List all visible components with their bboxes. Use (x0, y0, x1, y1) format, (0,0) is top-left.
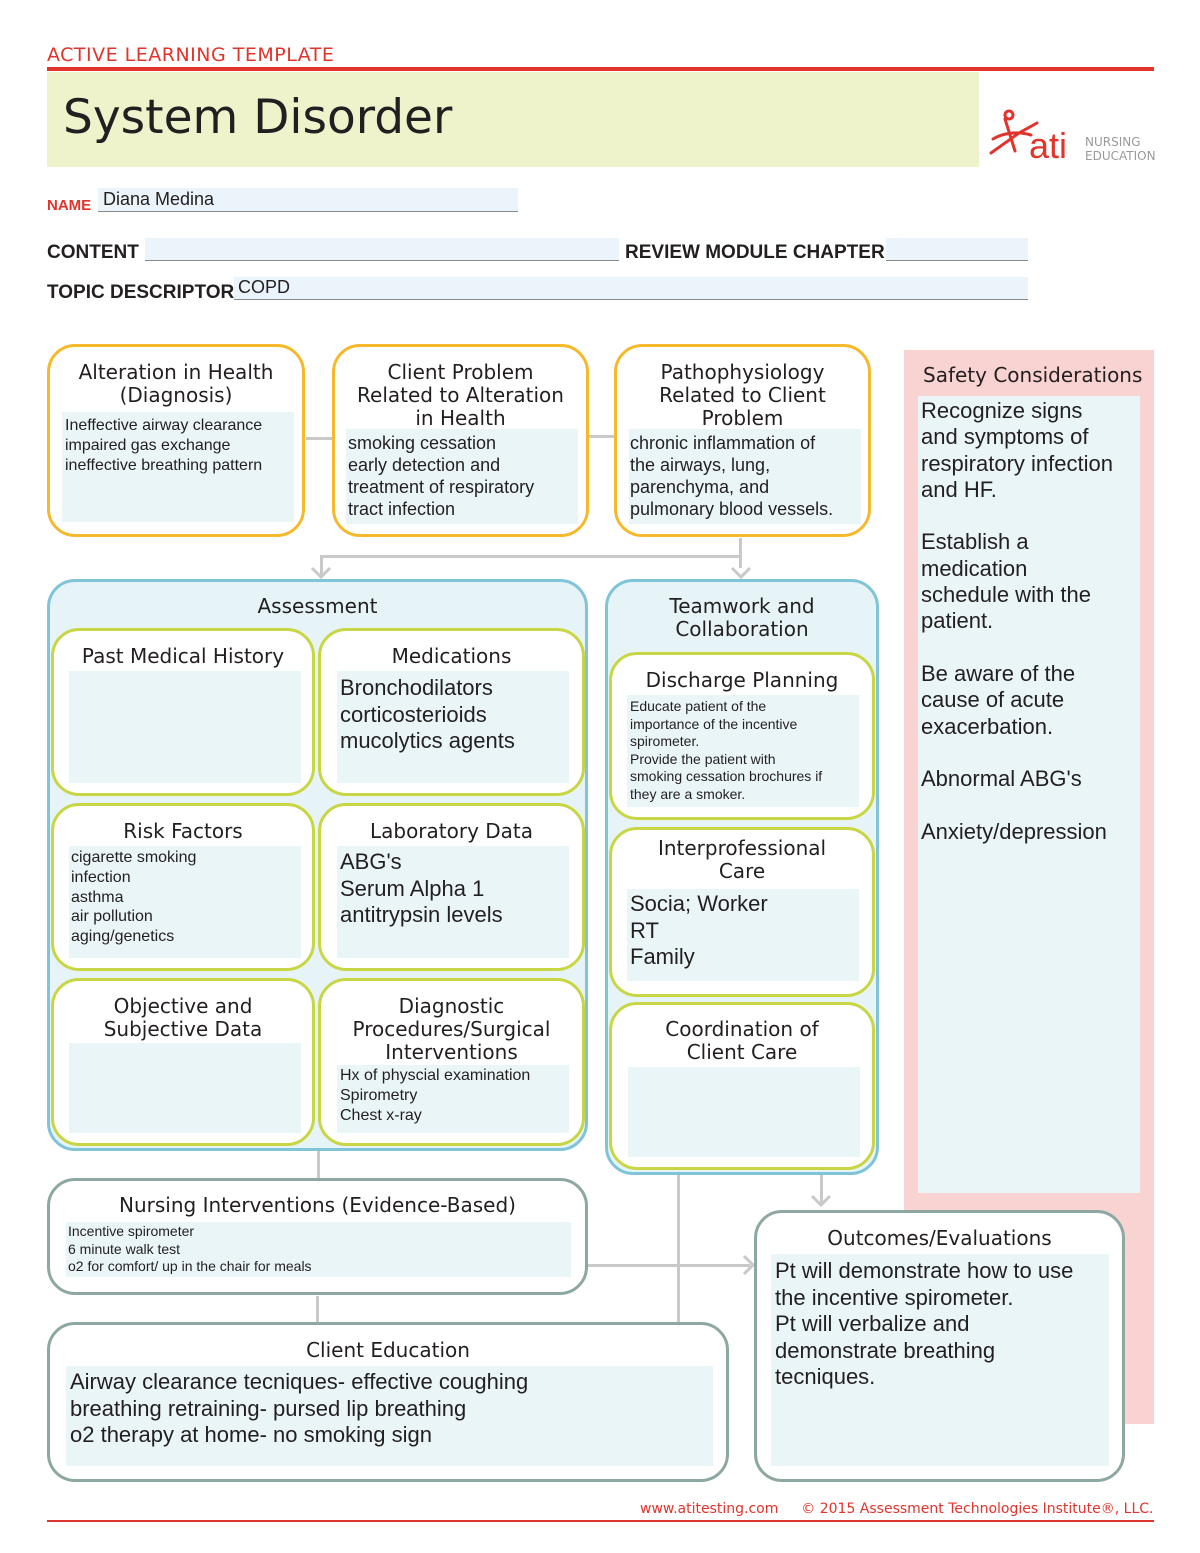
connector (306, 437, 332, 440)
nursing-title: Nursing Interventions (Evidence-Based) (119, 1193, 516, 1217)
connector (677, 1175, 680, 1325)
interprofessional-field[interactable] (627, 889, 859, 981)
risk-factors-box: Risk Factors cigarette smoking infection… (51, 803, 315, 971)
client-problem-box: Client Problem Related to Alteration in … (332, 344, 589, 537)
name-value: Diana Medina (103, 189, 215, 209)
outcomes-evaluations-box: Outcomes/Evaluations Pt will demonstrate… (754, 1210, 1125, 1482)
connector (820, 1175, 823, 1205)
risk-factors-text: cigarette smoking infection asthma air p… (71, 849, 197, 946)
objective-subjective-box: Objective and Subjective Data (51, 978, 315, 1146)
safety-text: Recognize signs and symptoms of respirat… (921, 398, 1113, 844)
coordination-of-care-box: Coordination of Client Care (609, 1002, 875, 1170)
header-divider (47, 67, 1154, 71)
pathophysiology-title: Pathophysiology Related to Client Proble… (659, 360, 826, 430)
connector (739, 538, 742, 568)
past-history-field[interactable] (69, 671, 301, 783)
logo-text-nursing: NURSING (1085, 135, 1141, 149)
title-banner (47, 72, 979, 167)
diagnostic-field[interactable] (337, 1065, 569, 1133)
nursing-field[interactable] (66, 1222, 571, 1277)
ati-logo: ati NURSING EDUCATION (985, 105, 1156, 167)
diagnostic-procedures-box: Diagnostic Procedures/Surgical Intervent… (318, 978, 585, 1146)
alteration-title: Alteration in Health (Diagnosis) (78, 360, 274, 407)
ati-logo-icon (989, 109, 1039, 155)
client-education-title: Client Education (306, 1338, 470, 1362)
pathophysiology-text: chronic inflammation of the airways, lun… (630, 433, 834, 519)
client-education-box: Client Education Airway clearance tecniq… (47, 1322, 729, 1482)
client-problem-text: smoking cessation early detection and tr… (348, 433, 535, 519)
risk-factors-field[interactable] (69, 846, 301, 958)
medications-box: Medications Bronchodilators corticosteri… (318, 628, 585, 796)
review-module-field[interactable] (886, 238, 1028, 261)
connector (588, 1264, 750, 1267)
footer-divider (47, 1520, 1154, 1522)
lab-data-text: ABG's Serum Alpha 1 antitrypsin levels (340, 849, 503, 927)
discharge-title: Discharge Planning (645, 668, 839, 692)
safety-title: Safety Considerations (923, 363, 1143, 387)
diagnostic-title: Diagnostic Procedures/Surgical Intervent… (352, 994, 551, 1064)
lab-data-title: Laboratory Data (369, 819, 534, 843)
review-module-label: REVIEW MODULE CHAPTER (625, 242, 885, 263)
name-label: NAME (47, 197, 92, 214)
obj-subj-title: Objective and Subjective Data (103, 994, 263, 1041)
connector (317, 1150, 320, 1180)
topic-descriptor-label: TOPIC DESCRIPTOR (47, 282, 235, 303)
logo-mark: ati (1029, 125, 1068, 166)
past-medical-history-box: Past Medical History (51, 628, 315, 796)
template-label: ACTIVE LEARNING TEMPLATE (47, 44, 335, 66)
past-history-title: Past Medical History (81, 644, 285, 668)
discharge-planning-box: Discharge Planning Educate patient of th… (609, 652, 875, 820)
connector (320, 555, 741, 558)
coordination-field[interactable] (628, 1067, 860, 1157)
alteration-text: Ineffective airway clearance impaired ga… (65, 417, 263, 474)
pathophysiology-box: Pathophysiology Related to Client Proble… (614, 344, 871, 537)
content-label: CONTENT (47, 242, 139, 263)
safety-field[interactable] (918, 396, 1140, 1193)
assessment-title: Assessment (257, 594, 378, 618)
page-title: System Disorder (63, 90, 453, 145)
client-education-text: Airway clearance tecniques- effective co… (70, 1369, 529, 1447)
diagnostic-text: Hx of physcial examination Spirometry Ch… (340, 1067, 531, 1124)
outcomes-text: Pt will demonstrate how to use the incen… (775, 1258, 1074, 1389)
name-field[interactable]: Diana Medina (98, 188, 518, 212)
interprofessional-care-box: Interprofessional Care Socia; Worker RT … (609, 827, 875, 997)
nursing-text: Incentive spirometer 6 minute walk test … (68, 1223, 312, 1275)
interprofessional-title: Interprofessional Care (657, 836, 827, 883)
client-problem-field[interactable] (346, 429, 578, 524)
teamwork-title: Teamwork and Collaboration (669, 594, 815, 641)
alteration-field[interactable] (62, 412, 294, 522)
coordination-title: Coordination of Client Care (665, 1017, 819, 1064)
risk-factors-title: Risk Factors (123, 819, 243, 843)
outcomes-title: Outcomes/Evaluations (827, 1226, 1052, 1250)
connector (320, 555, 323, 575)
topic-descriptor-value: COPD (238, 277, 291, 297)
interprofessional-text: Socia; Worker RT Family (630, 891, 768, 969)
footer-copyright: © 2015 Assessment Technologies Institute… (801, 1501, 1154, 1517)
logo-text-education: EDUCATION (1085, 149, 1156, 163)
topic-descriptor-field[interactable]: COPD (234, 277, 1028, 300)
laboratory-data-box: Laboratory Data ABG's Serum Alpha 1 anti… (318, 803, 585, 971)
connector (589, 435, 615, 438)
discharge-text: Educate patient of the importance of the… (630, 698, 823, 802)
footer: www.atitesting.com © 2015 Assessment Tec… (640, 1501, 1153, 1517)
nursing-interventions-box: Nursing Interventions (Evidence-Based) I… (47, 1178, 588, 1295)
lab-data-field[interactable] (337, 846, 569, 958)
obj-subj-field[interactable] (69, 1043, 301, 1133)
alteration-in-health-box: Alteration in Health (Diagnosis) Ineffec… (47, 344, 305, 537)
connector (316, 1296, 319, 1324)
discharge-field[interactable] (627, 695, 859, 807)
client-problem-title: Client Problem Related to Alteration in … (357, 360, 564, 430)
pathophysiology-field[interactable] (629, 429, 861, 524)
footer-url[interactable]: www.atitesting.com (640, 1501, 779, 1517)
content-field[interactable] (145, 238, 619, 261)
medications-title: Medications (391, 644, 512, 668)
outcomes-field[interactable] (771, 1254, 1109, 1466)
client-education-field[interactable] (66, 1366, 713, 1466)
medications-text: Bronchodilators corticosterioids mucolyt… (340, 675, 515, 753)
medications-field[interactable] (337, 671, 569, 783)
